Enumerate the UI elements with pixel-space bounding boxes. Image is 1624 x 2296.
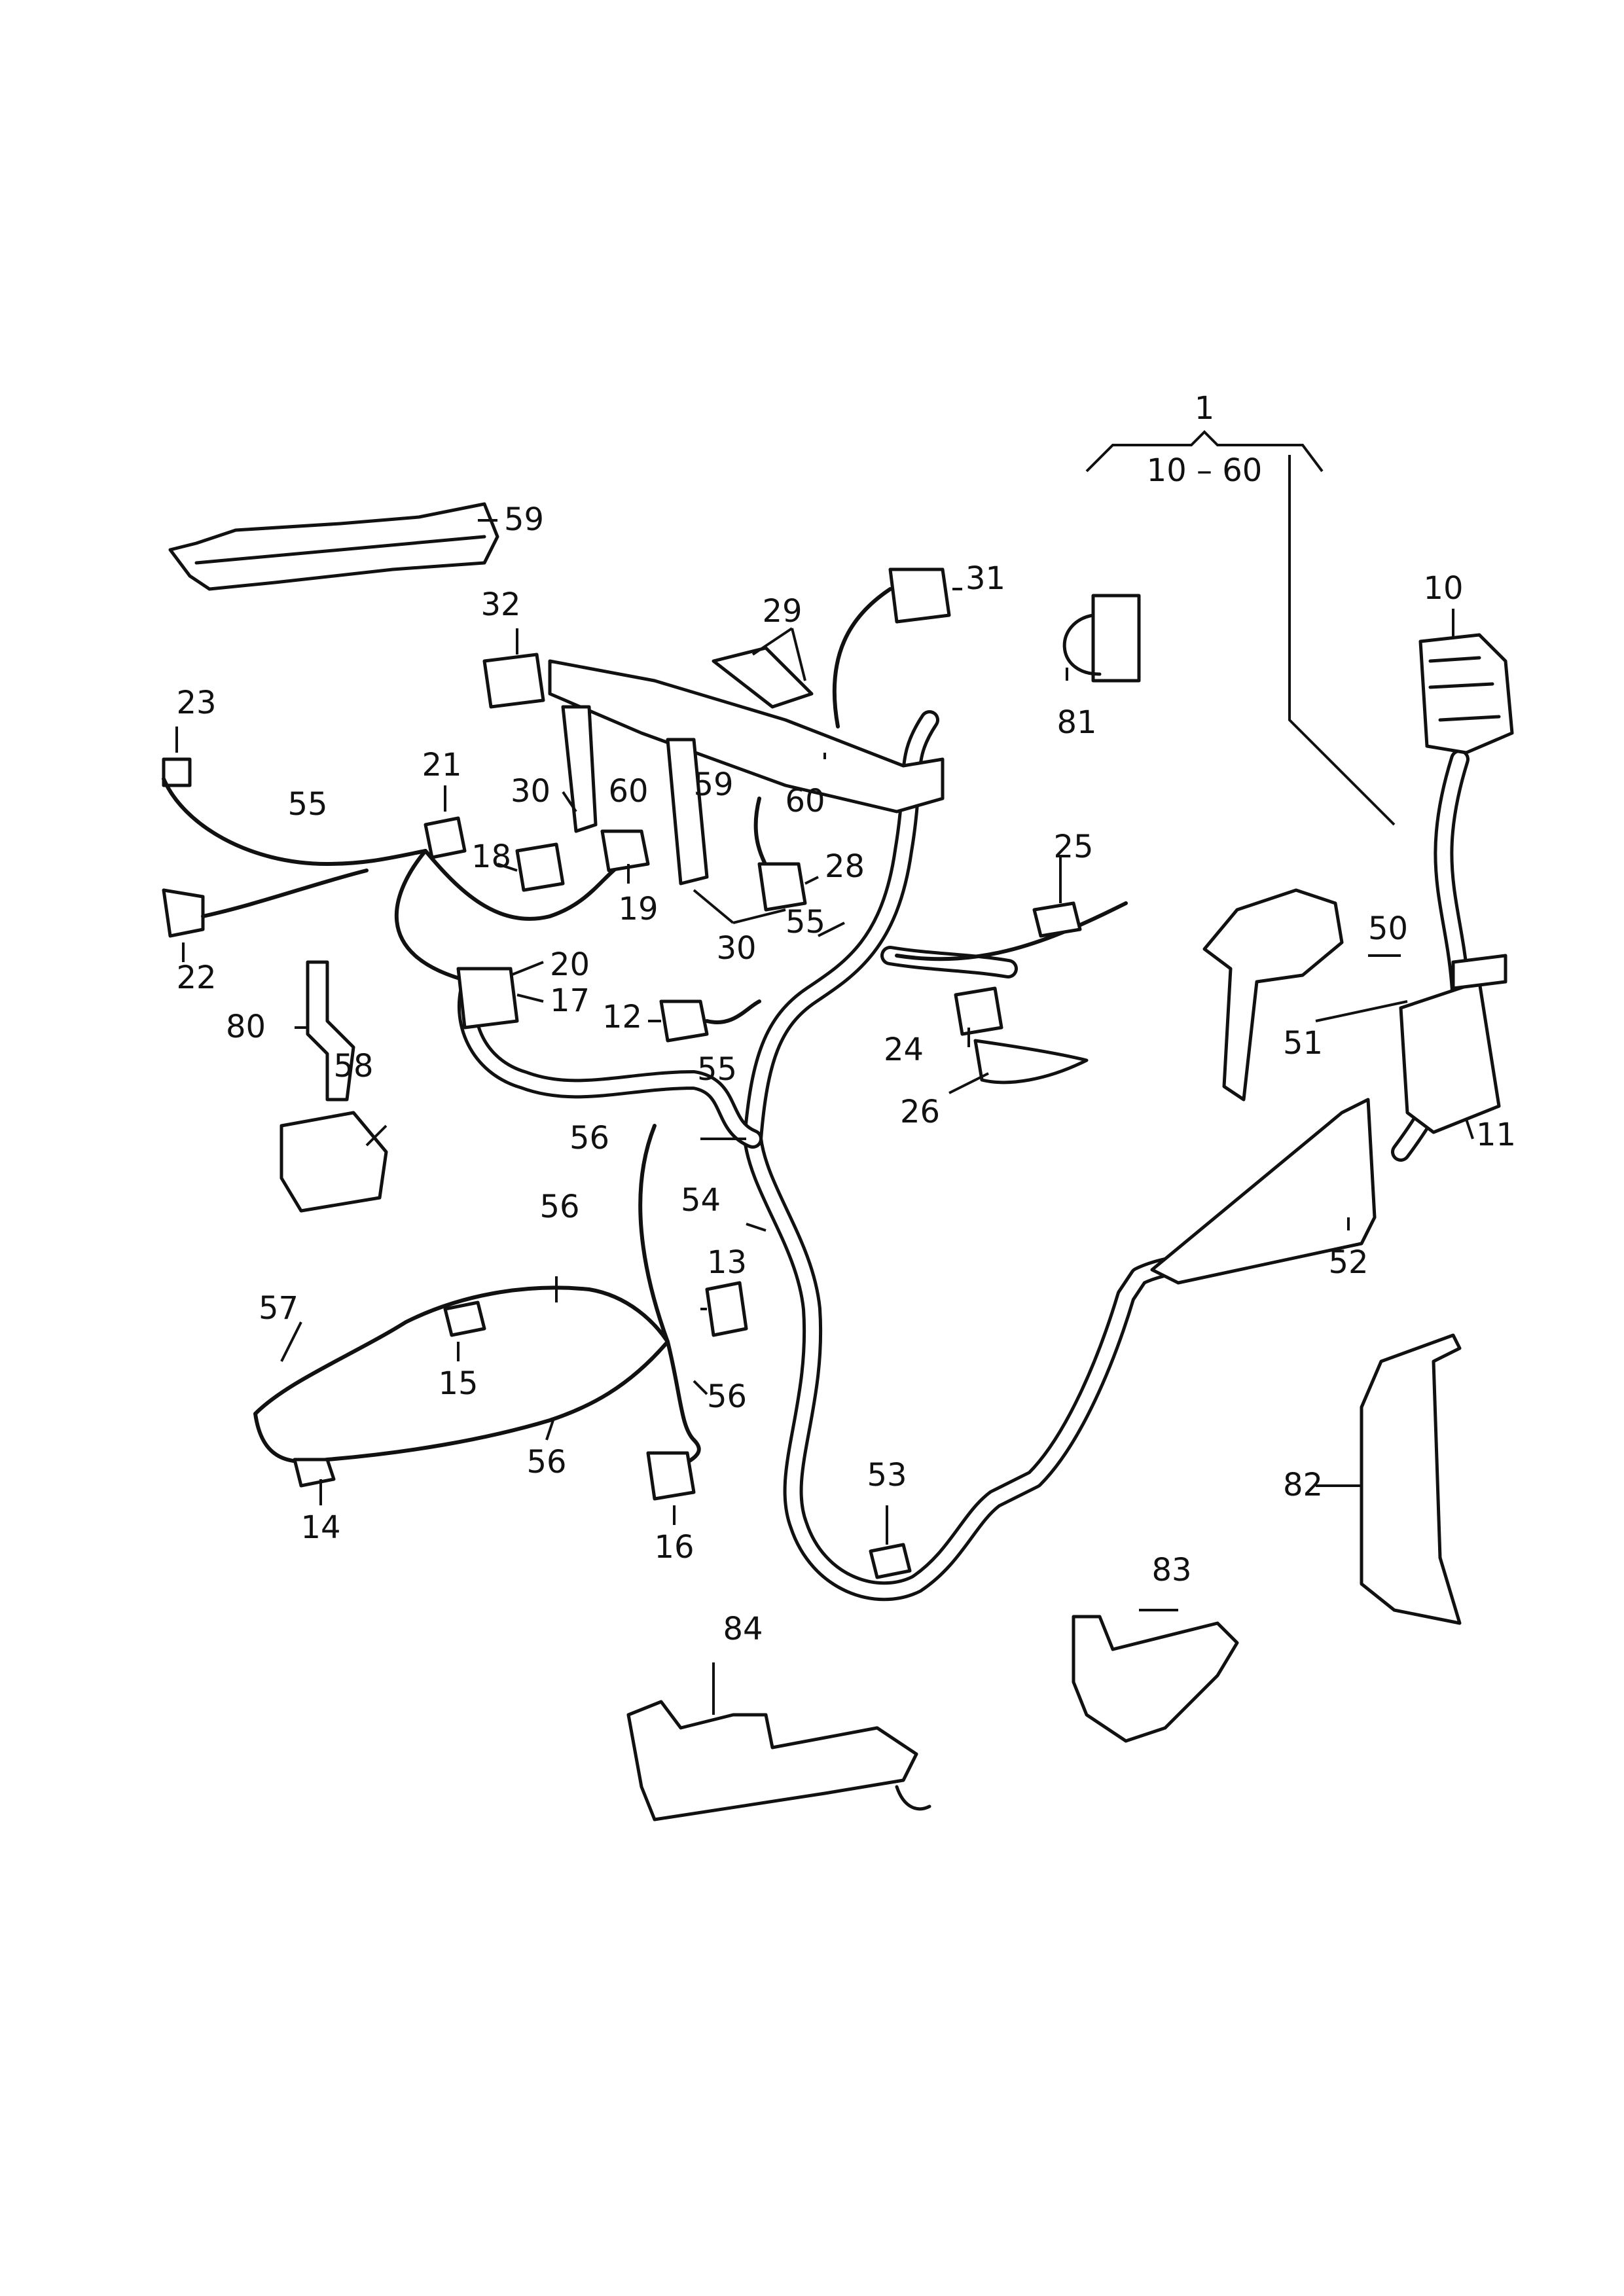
callout-54: 54 <box>681 1182 721 1219</box>
callout-30-upper: 30 <box>511 773 550 810</box>
connectors-right-mid <box>895 901 1128 1085</box>
callout-55-left: 55 <box>287 786 327 823</box>
callout-55-center: 55 <box>785 904 825 941</box>
callout-10: 10 <box>1423 570 1463 607</box>
callout-17: 17 <box>550 982 590 1019</box>
callout-57: 57 <box>259 1290 298 1327</box>
callout-81: 81 <box>1056 704 1096 741</box>
callout-20: 20 <box>550 946 590 983</box>
connector-10 <box>1418 633 1514 755</box>
cover-plate-82 <box>1360 1333 1462 1625</box>
callout-51: 51 <box>1283 1025 1323 1062</box>
callout-59-center: 59 <box>693 766 733 803</box>
callout-1: 1 <box>1195 390 1215 427</box>
part-81 <box>1062 594 1141 683</box>
bracket-80 <box>306 960 355 1102</box>
callout-60-right: 60 <box>785 783 825 819</box>
callout-30-lower: 30 <box>716 930 756 967</box>
sensor-wires-left <box>162 757 624 984</box>
callout-19: 19 <box>618 891 658 927</box>
callout-16: 16 <box>654 1529 694 1566</box>
callout-60-left: 60 <box>608 773 648 810</box>
callout-24: 24 <box>884 1031 924 1068</box>
callout-56-right: 56 <box>707 1378 747 1415</box>
injector-rail-assembly <box>482 646 945 912</box>
callout-18: 18 <box>471 838 511 875</box>
callout-13: 13 <box>707 1244 747 1281</box>
callout-56-upper: 56 <box>569 1120 609 1157</box>
callout-52: 52 <box>1328 1244 1368 1281</box>
callout-84: 84 <box>723 1611 763 1647</box>
callout-83: 83 <box>1151 1552 1191 1588</box>
callout-14: 14 <box>300 1509 340 1546</box>
callout-53: 53 <box>867 1457 907 1494</box>
callout-50: 50 <box>1368 910 1408 947</box>
callout-12: 12 <box>602 999 642 1035</box>
callout-28: 28 <box>825 848 865 885</box>
lower-left-harness <box>253 1124 748 1501</box>
connector-31 <box>832 567 951 728</box>
connectors-center-left <box>424 816 761 1043</box>
callout-25: 25 <box>1053 829 1093 865</box>
callout-15: 15 <box>438 1365 478 1402</box>
callout-32: 32 <box>480 586 520 623</box>
callout-11: 11 <box>1476 1117 1516 1153</box>
callout-22: 22 <box>176 960 216 996</box>
rail-84 <box>626 1700 931 1821</box>
callout-range-10-60: 10 – 60 <box>1147 452 1263 489</box>
bracket-51 <box>1202 888 1344 1102</box>
callout-31: 31 <box>965 560 1005 597</box>
callout-55-lower: 55 <box>697 1051 737 1088</box>
main-harness <box>457 710 1507 1602</box>
callout-labels: 1 10 – 60 10 11 12 13 14 15 16 17 18 19 … <box>176 390 1516 1647</box>
sensor-58 <box>280 1111 388 1213</box>
leader-lines <box>175 519 1474 1715</box>
callout-56-mid: 56 <box>539 1189 579 1225</box>
callout-80: 80 <box>226 1009 266 1045</box>
callout-29: 29 <box>762 593 802 630</box>
rail-59-top <box>168 502 499 591</box>
callout-26: 26 <box>900 1094 940 1130</box>
range-bracket <box>1085 430 1396 826</box>
callout-21: 21 <box>422 747 461 783</box>
callout-56-lower: 56 <box>526 1444 566 1480</box>
callout-23: 23 <box>176 685 216 721</box>
bracket-83 <box>1072 1615 1239 1743</box>
callout-82: 82 <box>1283 1467 1323 1503</box>
callout-58: 58 <box>333 1048 373 1085</box>
callout-59-top: 59 <box>504 501 544 538</box>
